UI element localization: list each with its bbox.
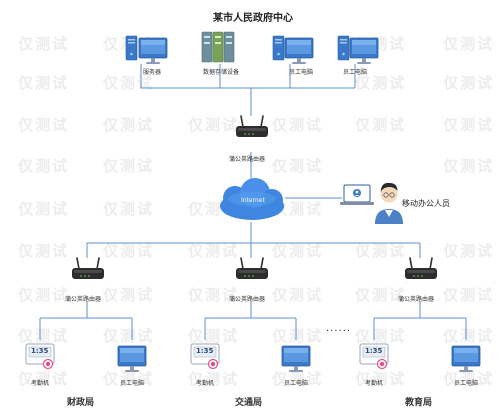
ellipsis-more: ...... xyxy=(326,323,352,334)
pc-label: 员工电脑 xyxy=(343,69,368,76)
clock-display: 1:35 xyxy=(31,347,49,355)
desktop-pc-icon xyxy=(337,35,379,65)
department-label: 财政局 xyxy=(67,398,95,408)
clock-display: 1:35 xyxy=(365,347,383,355)
monitor-icon xyxy=(281,345,311,373)
storage-icon xyxy=(201,31,235,63)
desktop-pc-icon xyxy=(272,35,314,65)
attendance-machine-label: 考勤机 xyxy=(365,380,384,387)
cloud-label: Internet xyxy=(241,197,265,204)
department-label: 交通局 xyxy=(235,398,263,408)
branch-router-label: 蒲公英路由器 xyxy=(229,296,266,303)
cloud-icon xyxy=(220,178,284,220)
mobile-office-label: 移动办公人员 xyxy=(402,199,450,208)
router-icon xyxy=(235,257,269,280)
laptop-icon xyxy=(340,184,374,205)
pc-label: 员工电脑 xyxy=(454,380,479,387)
diagram-title: 某市人民政府中心 xyxy=(213,13,293,24)
attendance-machine-label: 考勤机 xyxy=(31,380,50,387)
server-label: 服务器 xyxy=(143,69,162,76)
branch-router-label: 蒲公英路由器 xyxy=(398,296,435,303)
monitor-icon xyxy=(117,345,147,373)
pc-label: 员工电脑 xyxy=(289,69,314,76)
storage-label: 数据存储设备 xyxy=(203,69,240,76)
router-icon xyxy=(235,115,269,138)
server-icon xyxy=(125,35,168,65)
router-icon xyxy=(404,257,438,280)
clock-display: 1:35 xyxy=(196,347,214,355)
department-label: 教育局 xyxy=(405,398,433,408)
router-icon xyxy=(71,257,105,280)
branch-router-label: 蒲公英路由器 xyxy=(65,296,102,303)
monitor-icon xyxy=(451,345,481,373)
main-router-label: 蒲公英路由器 xyxy=(229,156,266,163)
person-icon xyxy=(375,182,403,224)
pc-label: 员工电脑 xyxy=(284,380,309,387)
pc-label: 员工电脑 xyxy=(120,380,145,387)
attendance-machine-label: 考勤机 xyxy=(196,380,215,387)
